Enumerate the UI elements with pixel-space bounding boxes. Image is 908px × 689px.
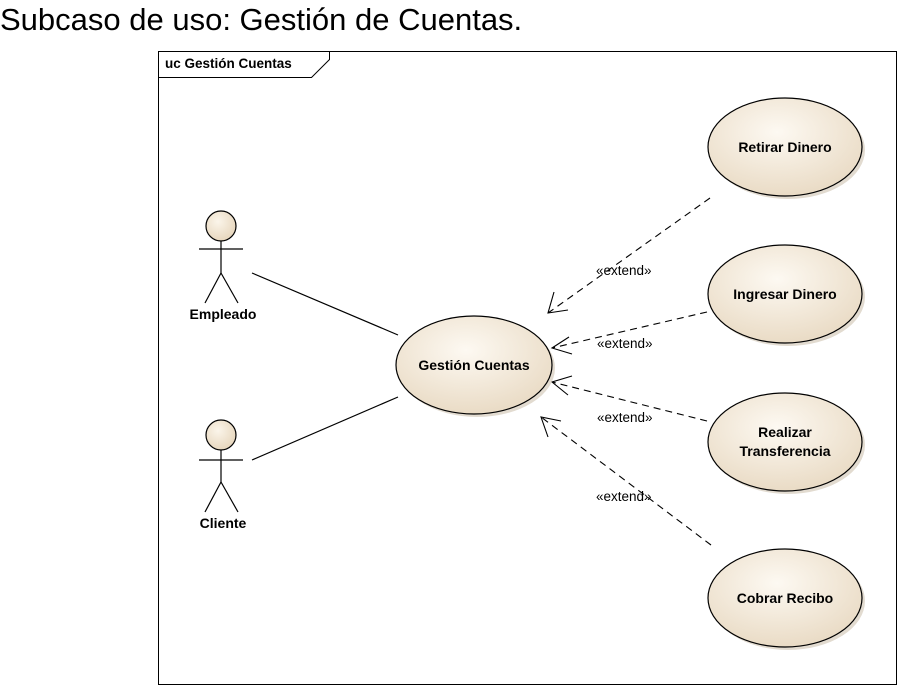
use-case-cobrar-recibo[interactable]: Cobrar Recibo [707, 548, 865, 650]
extend-label-ingresar: «extend» [597, 336, 653, 351]
use-case-label-transferencia-line1: Realizar [758, 424, 812, 440]
actor-label-cliente: Cliente [200, 515, 247, 531]
use-case-label-transferencia-line2: Transferencia [739, 443, 830, 459]
use-case-label-ingresar: Ingresar Dinero [733, 286, 836, 302]
extend-ingresar[interactable] [550, 311, 708, 355]
actor-head-icon [205, 210, 237, 242]
extend-cobrar[interactable] [540, 416, 712, 546]
page-title: Subcaso de uso: Gestión de Cuentas. [0, 2, 523, 37]
actor-cliente[interactable]: Cliente [199, 419, 247, 531]
extend-retirar[interactable] [547, 197, 711, 314]
frame-label: uc Gestión Cuentas [165, 56, 292, 71]
actor-empleado[interactable]: Empleado [190, 210, 257, 322]
actor-head-icon [205, 419, 237, 451]
use-case-label-gestion: Gestión Cuentas [418, 357, 529, 373]
extend-transferencia[interactable] [550, 375, 708, 422]
use-case-label-retirar: Retirar Dinero [738, 139, 831, 155]
use-case-label-cobrar: Cobrar Recibo [737, 590, 833, 606]
extend-label-transferencia: «extend» [597, 410, 653, 425]
association-empleado[interactable] [251, 272, 399, 336]
use-case-gestion-cuentas[interactable]: Gestión Cuentas [395, 315, 555, 417]
extend-label-cobrar: «extend» [596, 489, 652, 504]
use-case-realizar-transferencia[interactable]: Realizar Transferencia [707, 392, 865, 494]
use-case-retirar-dinero[interactable]: Retirar Dinero [707, 97, 865, 199]
use-case-ingresar-dinero[interactable]: Ingresar Dinero [707, 244, 865, 346]
actor-label-empleado: Empleado [190, 306, 257, 322]
extend-label-retirar: «extend» [596, 263, 652, 278]
association-cliente[interactable] [251, 396, 399, 461]
diagram-frame: uc Gestión Cuentas [158, 51, 897, 685]
